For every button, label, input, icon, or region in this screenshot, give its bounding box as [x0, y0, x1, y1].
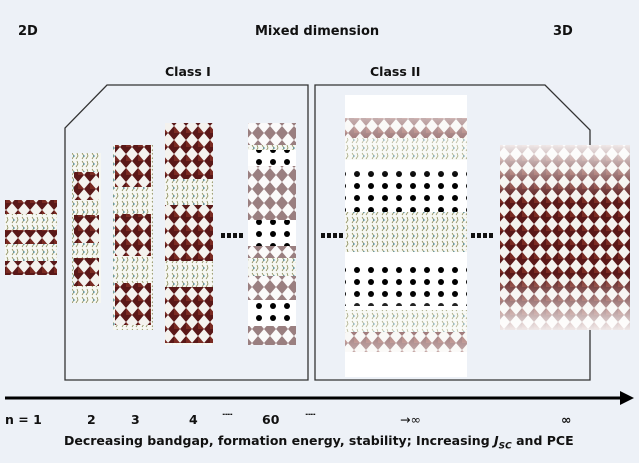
ellipsis-dots-2	[321, 233, 343, 238]
label-approaching-infinity: →∞	[400, 412, 421, 427]
class-1-label: Class I	[165, 64, 211, 79]
label-n1: n = 1	[5, 412, 42, 427]
caption-part-1: Decreasing bandgap, formation energy, st…	[64, 433, 495, 448]
structure-n60	[248, 123, 296, 345]
label-infinity: ∞	[561, 412, 572, 427]
structure-n4	[165, 123, 213, 345]
class-1-frame	[64, 84, 309, 381]
label-n2: 2	[87, 412, 96, 427]
header-mixed-dimension: Mixed dimension	[255, 24, 380, 39]
structure-n-approaching-infinity	[345, 95, 467, 377]
jsc-symbol: J	[494, 433, 499, 448]
dimension-axis-arrow	[5, 391, 634, 405]
ellipsis-dots-3	[471, 233, 493, 238]
ellipsis-dots-1	[221, 233, 243, 238]
structure-n1	[5, 200, 57, 275]
structure-n3	[113, 145, 153, 330]
header-2d: 2D	[18, 24, 38, 39]
trend-caption: Decreasing bandgap, formation energy, st…	[64, 433, 574, 452]
class-2-label: Class II	[370, 64, 421, 79]
jsc-subscript: SC	[498, 441, 512, 452]
label-ellipsis-2: ......	[305, 409, 316, 417]
structure-n2	[72, 153, 101, 303]
label-ellipsis-1: ......	[222, 409, 233, 417]
label-n60: 60	[262, 412, 280, 427]
caption-part-2: and PCE	[511, 433, 574, 448]
label-n4: 4	[189, 412, 198, 427]
header-3d: 3D	[553, 24, 573, 39]
structure-3d	[500, 145, 630, 330]
label-n3: 3	[131, 412, 140, 427]
